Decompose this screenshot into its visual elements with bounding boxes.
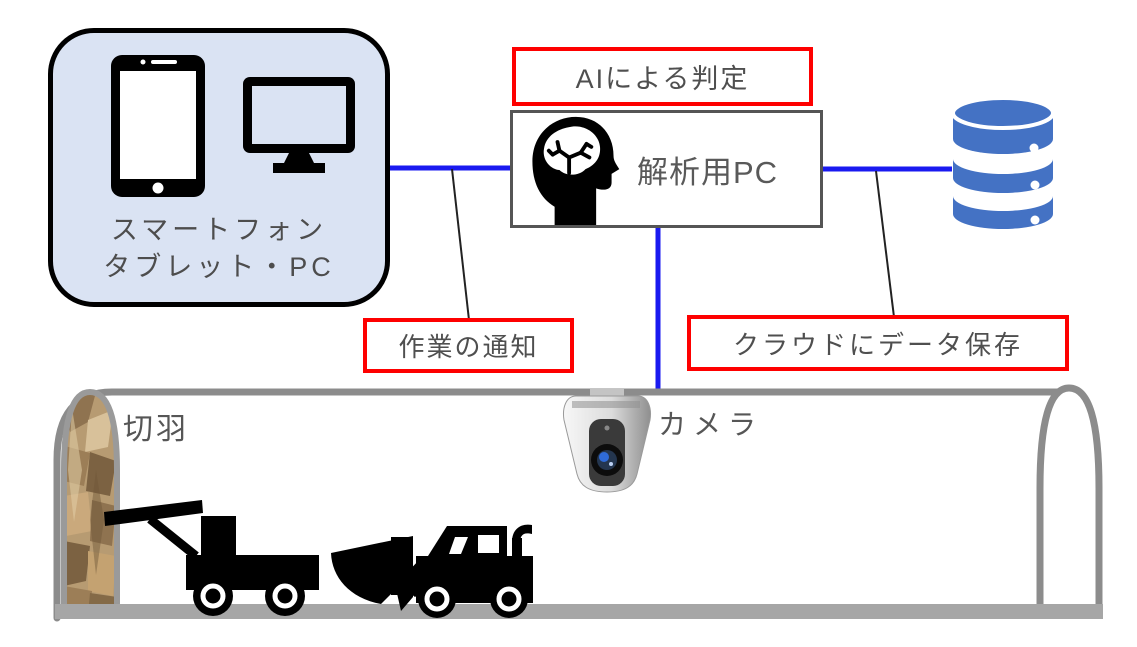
tunnel-scene [53,384,1103,622]
drill-jumbo-icon [104,500,319,616]
work-notification-text: 作業の通知 [398,332,539,362]
devices-label-line2: タブレット・PC [103,252,335,282]
monitor-icon [243,77,355,173]
rock-face-icon [61,388,120,614]
cloud-save-label: クラウドにデータ保存 [687,315,1069,371]
tunnel-portal-arch [1036,384,1103,616]
devices-label-line1: スマートフォン [110,215,328,245]
cutting-face-label: 切羽 [123,413,189,446]
devices-box: スマートフォン タブレット・PC [48,28,390,307]
tablet-icon [111,55,205,197]
camera-icon [563,389,651,493]
analysis-pc-box: 解析用PC [510,110,823,228]
camera-label: カメラ [658,409,764,440]
ai-judgement-text: AIによる判定 [575,64,750,94]
cloud-save-text: クラウドにデータ保存 [732,329,1023,360]
tunnel-floor [55,604,1103,619]
leader-cloud-save [875,170,895,318]
brain-head-icon [532,116,620,225]
wheel-loader-icon [331,524,533,618]
analysis-pc-label: 解析用PC [637,154,779,190]
leader-work-notification [451,168,470,321]
database-icon [951,96,1055,229]
work-notification-label: 作業の通知 [363,318,574,373]
devices-box-label: スマートフォン タブレット・PC [53,212,385,286]
ai-judgement-label: AIによる判定 [512,47,813,106]
